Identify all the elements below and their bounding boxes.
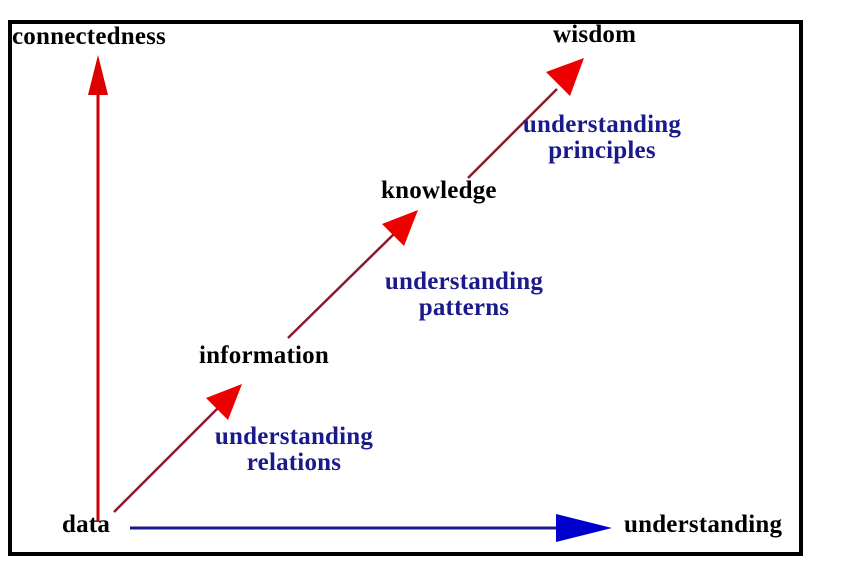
transition-understanding-relations: understanding relations <box>209 423 379 477</box>
transition-patterns-line2: patterns <box>418 294 510 322</box>
node-information: information <box>199 342 329 369</box>
transition-relations-line1: understanding <box>214 423 374 450</box>
transition-relations-line2: relations <box>246 449 342 477</box>
transition-understanding-patterns: understanding patterns <box>379 268 549 322</box>
node-wisdom: wisdom <box>553 21 637 48</box>
node-data: data <box>62 511 111 538</box>
transition-principles-line1: understanding <box>522 111 682 138</box>
transition-understanding-principles: understanding principles <box>517 111 687 165</box>
axis-label-understanding: understanding <box>624 511 783 538</box>
node-knowledge: knowledge <box>381 177 497 204</box>
transition-principles-line2: principles <box>548 137 656 165</box>
axis-label-connectedness: connectedness <box>12 23 166 50</box>
transition-patterns-line1: understanding <box>384 268 544 295</box>
